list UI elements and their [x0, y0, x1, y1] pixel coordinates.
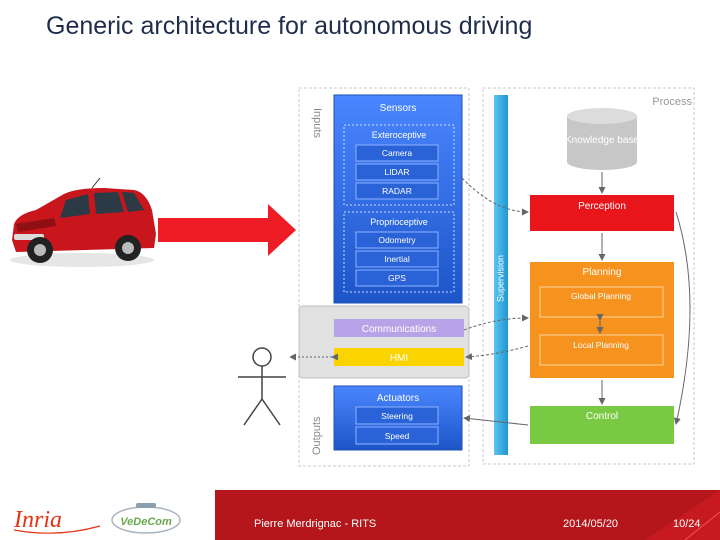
- local-planning-label: Local Planning: [573, 340, 629, 350]
- footer-page-number: 10/24: [673, 518, 701, 530]
- actuator-steering: [355, 406, 439, 425]
- footer-diagonal: [215, 490, 720, 540]
- knowledge-base-cylinder: [567, 116, 637, 170]
- sensor-inertial: [355, 250, 439, 268]
- knowledge-base-label: Knowledge base: [565, 135, 639, 146]
- arrow-planning-hmi: [465, 345, 529, 361]
- sensor-label: GPS: [388, 273, 406, 283]
- outputs-label: Outputs: [311, 416, 323, 455]
- sensor-label: Inertial: [384, 254, 410, 264]
- actuators-title: Actuators: [377, 393, 419, 404]
- supervision-label: Supervision: [495, 255, 505, 302]
- global-planning-label: Global Planning: [571, 291, 631, 301]
- sensors-title: Sensors: [380, 103, 417, 114]
- actuator-label: Steering: [381, 411, 413, 421]
- arrow-feedback-right: [673, 211, 691, 425]
- footer-logo-area: [0, 490, 215, 540]
- communications-panel: [298, 305, 470, 379]
- arrow-sensors-perception: [461, 177, 529, 216]
- control-box: [530, 406, 674, 444]
- sensor-label: LIDAR: [384, 167, 409, 177]
- sensor-camera: [355, 144, 439, 162]
- human-icon: [238, 347, 286, 426]
- actuator-label: Speed: [385, 431, 410, 441]
- proprioceptive-title: Proprioceptive: [370, 217, 428, 227]
- arrow-comm-planning: [463, 314, 529, 331]
- input-arrow: [158, 204, 296, 256]
- control-label: Control: [586, 411, 618, 422]
- footer-date: 2014/05/20: [563, 518, 619, 530]
- global-planning-box: [539, 286, 664, 318]
- perception-box: [530, 195, 674, 231]
- exteroceptive-title: Exteroceptive: [372, 130, 427, 140]
- local-planning-box: [539, 334, 664, 366]
- proprioceptive-box: [343, 211, 455, 293]
- vedecom-logo-text: VeDeCom: [120, 516, 172, 528]
- inria-logo-text: Inria: [13, 507, 62, 533]
- inputs-label: Inputs: [311, 108, 323, 138]
- sensor-odometry: [355, 231, 439, 249]
- perception-label: Perception: [578, 201, 626, 212]
- process-label: Process: [652, 96, 692, 108]
- hmi-label: HMI: [390, 353, 408, 364]
- sensor-label: Odometry: [378, 235, 416, 245]
- sensor-radar: [355, 182, 439, 200]
- hmi-box: [334, 348, 464, 366]
- arrow-control-actuators: [463, 415, 529, 426]
- actuator-speed: [355, 426, 439, 445]
- sensor-lidar: [355, 163, 439, 181]
- exteroceptive-box: [343, 124, 455, 206]
- vedecom-logo: VeDeCom: [111, 503, 181, 534]
- supervision-bar: [494, 95, 508, 455]
- architecture-diagram: Inputs Outputs Process Supervision Senso…: [290, 87, 695, 467]
- inria-logo: Inria: [13, 507, 101, 534]
- sensor-gps: [355, 269, 439, 287]
- planning-title: Planning: [583, 267, 622, 278]
- slide-title: Generic architecture for autonomous driv…: [46, 12, 533, 40]
- communications-box: [334, 319, 464, 337]
- sensor-label: RADAR: [382, 186, 412, 196]
- sensor-label: Camera: [382, 148, 413, 158]
- footer-author: Pierre Merdrignac - RITS: [254, 518, 377, 530]
- communications-label: Communications: [362, 324, 436, 335]
- car-illustration: [10, 178, 156, 267]
